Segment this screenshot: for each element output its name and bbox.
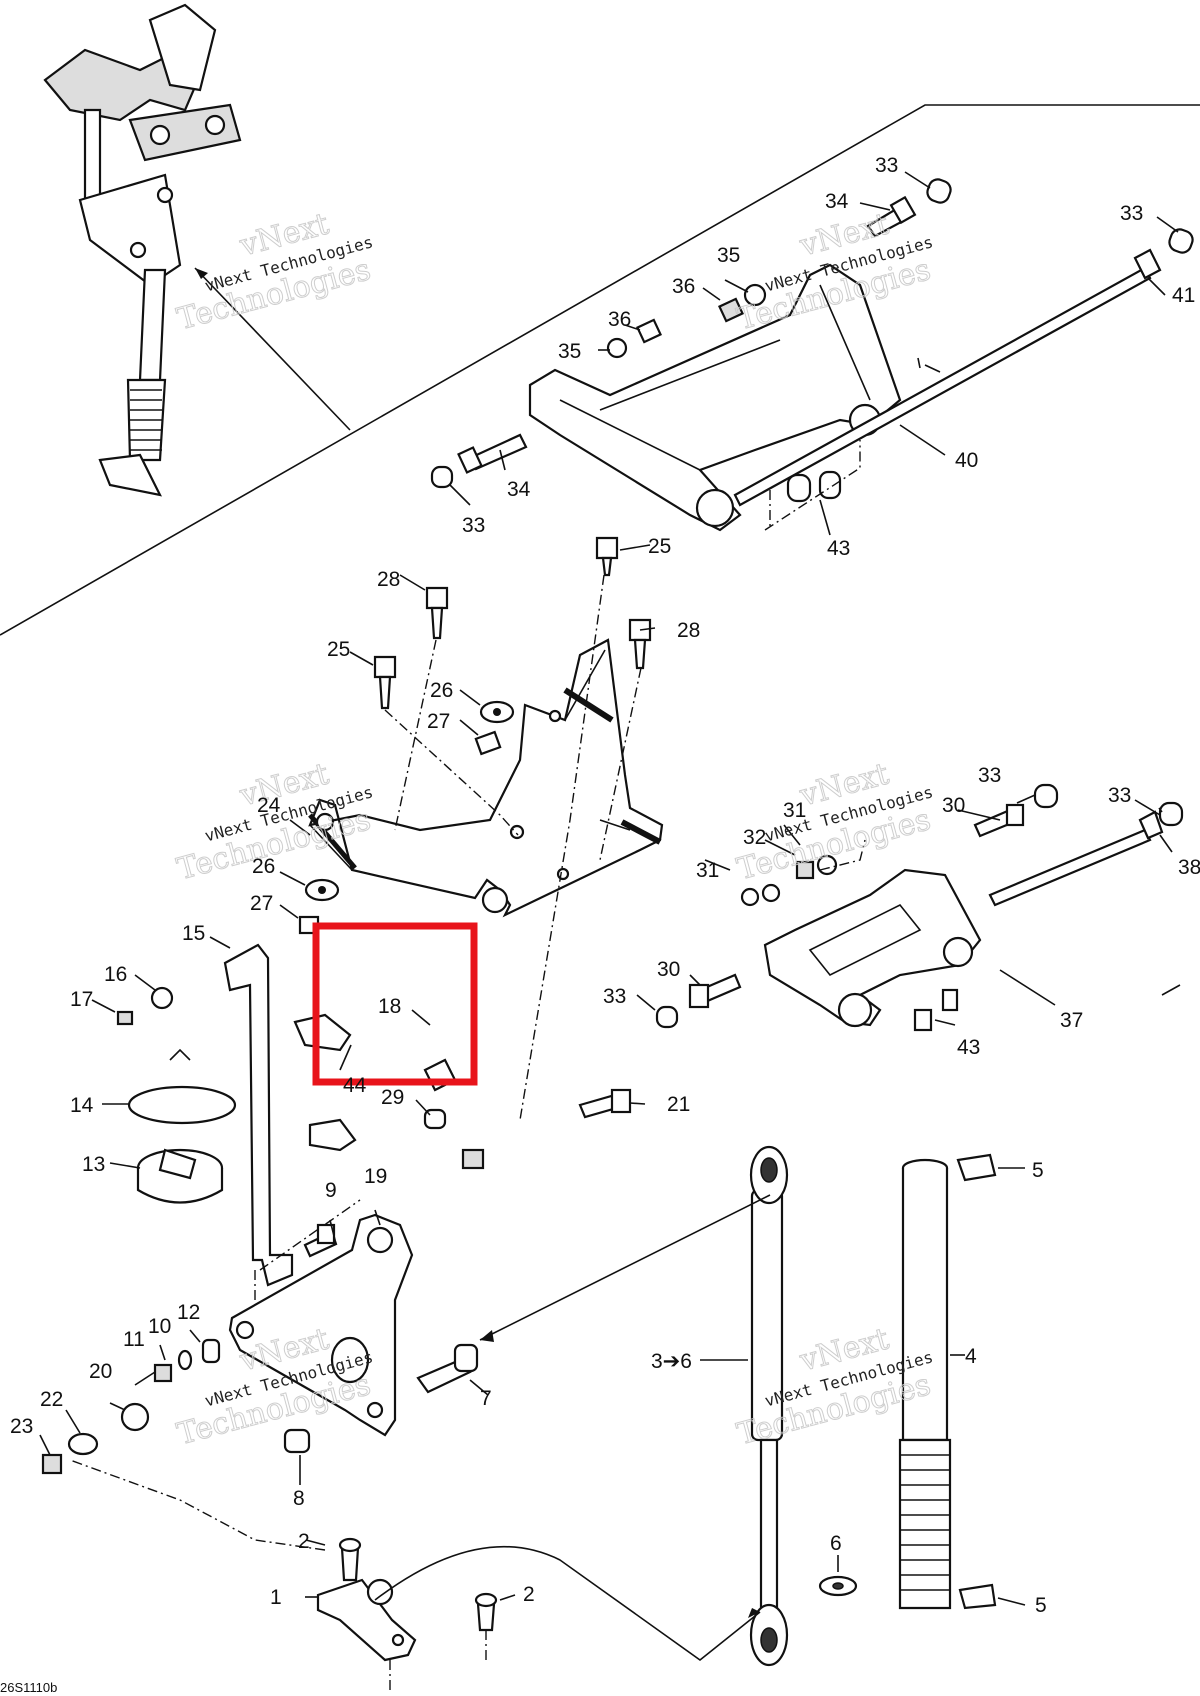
callout-44: 44 <box>343 1074 367 1097</box>
callout-19: 19 <box>364 1165 387 1188</box>
callout-33: 33 <box>978 764 1001 787</box>
bottom-bracket <box>316 1537 761 1690</box>
callout-6: 6 <box>830 1532 842 1555</box>
link-assembly <box>655 783 1184 1032</box>
callout-5: 5 <box>1032 1159 1044 1182</box>
callout-2: 2 <box>523 1583 535 1606</box>
left-rod-assembly <box>116 943 361 1320</box>
callout-35: 35 <box>558 340 581 363</box>
callout-30: 30 <box>942 794 965 817</box>
overview-assembly-illustration <box>43 3 242 497</box>
callout-16: 16 <box>104 963 127 986</box>
callout-22: 22 <box>40 1388 63 1411</box>
callout-32: 32 <box>743 826 766 849</box>
callout-8: 8 <box>293 1487 305 1510</box>
callout-27: 27 <box>427 710 450 733</box>
callout-17: 17 <box>70 988 93 1011</box>
callout-33: 33 <box>462 514 485 537</box>
pivot-arm-assembly <box>528 248 1162 532</box>
support-bracket <box>41 1058 632 1551</box>
callout-9: 9 <box>325 1179 337 1202</box>
section-divider-line <box>0 104 1200 636</box>
callout-14: 14 <box>70 1094 94 1117</box>
callout-30: 30 <box>657 958 680 981</box>
callout-31: 31 <box>696 859 719 882</box>
callout-18: 18 <box>378 995 401 1018</box>
shock-absorber <box>818 1153 997 1610</box>
callout-38: 38 <box>1178 856 1200 879</box>
callout-27: 27 <box>250 892 273 915</box>
callout-41: 41 <box>1172 284 1195 307</box>
callout-43: 43 <box>957 1036 980 1059</box>
callout-21: 21 <box>667 1093 690 1116</box>
callout-10: 10 <box>148 1315 171 1338</box>
callout-43: 43 <box>827 537 850 560</box>
callout-26: 26 <box>430 679 453 702</box>
callout-25: 25 <box>327 638 350 661</box>
callout-31: 31 <box>783 799 806 822</box>
callout-36: 36 <box>672 275 695 298</box>
callout-28: 28 <box>377 568 400 591</box>
callout-2: 2 <box>298 1530 310 1553</box>
drawing-code: 26S1110b <box>0 1680 57 1695</box>
callout-34: 34 <box>825 190 849 213</box>
callout-28: 28 <box>677 619 700 642</box>
callout-13: 13 <box>82 1153 105 1176</box>
callout-24: 24 <box>257 794 281 817</box>
callout-37: 37 <box>1060 1009 1083 1032</box>
highlight-box-part-18 <box>312 922 478 1086</box>
bracket-plate <box>308 638 664 918</box>
callout-36: 36 <box>608 308 631 331</box>
callout-12: 12 <box>177 1301 200 1324</box>
callout-29: 29 <box>381 1086 404 1109</box>
callout-1: 1 <box>270 1586 282 1609</box>
callout-33: 33 <box>875 154 898 177</box>
leader-lines <box>39 171 1181 1606</box>
callout-33: 33 <box>603 985 626 1008</box>
callout-11: 11 <box>123 1328 145 1351</box>
callout-7: 7 <box>480 1387 492 1410</box>
callout-5: 5 <box>1035 1594 1047 1617</box>
callout-3-6: 3➔6 <box>651 1350 692 1373</box>
callout-33: 33 <box>1108 784 1131 807</box>
pointer-arrow-7 <box>479 1194 771 1341</box>
callout-4: 4 <box>965 1345 977 1368</box>
callout-20: 20 <box>89 1360 112 1383</box>
upper-hardware <box>430 178 1194 531</box>
callout-35: 35 <box>717 244 740 267</box>
callout-34: 34 <box>507 478 531 501</box>
gas-strut <box>749 1145 789 1667</box>
callout-15: 15 <box>182 922 205 945</box>
callout-25: 25 <box>648 535 671 558</box>
callout-26: 26 <box>252 855 275 878</box>
callout-40: 40 <box>955 449 978 472</box>
callout-labels: 33 34 33 35 36 41 36 35 40 34 33 43 25 2… <box>10 154 1200 1617</box>
callout-33: 33 <box>1120 202 1143 225</box>
overview-pointer-arrow <box>194 267 351 431</box>
callout-23: 23 <box>10 1415 33 1438</box>
